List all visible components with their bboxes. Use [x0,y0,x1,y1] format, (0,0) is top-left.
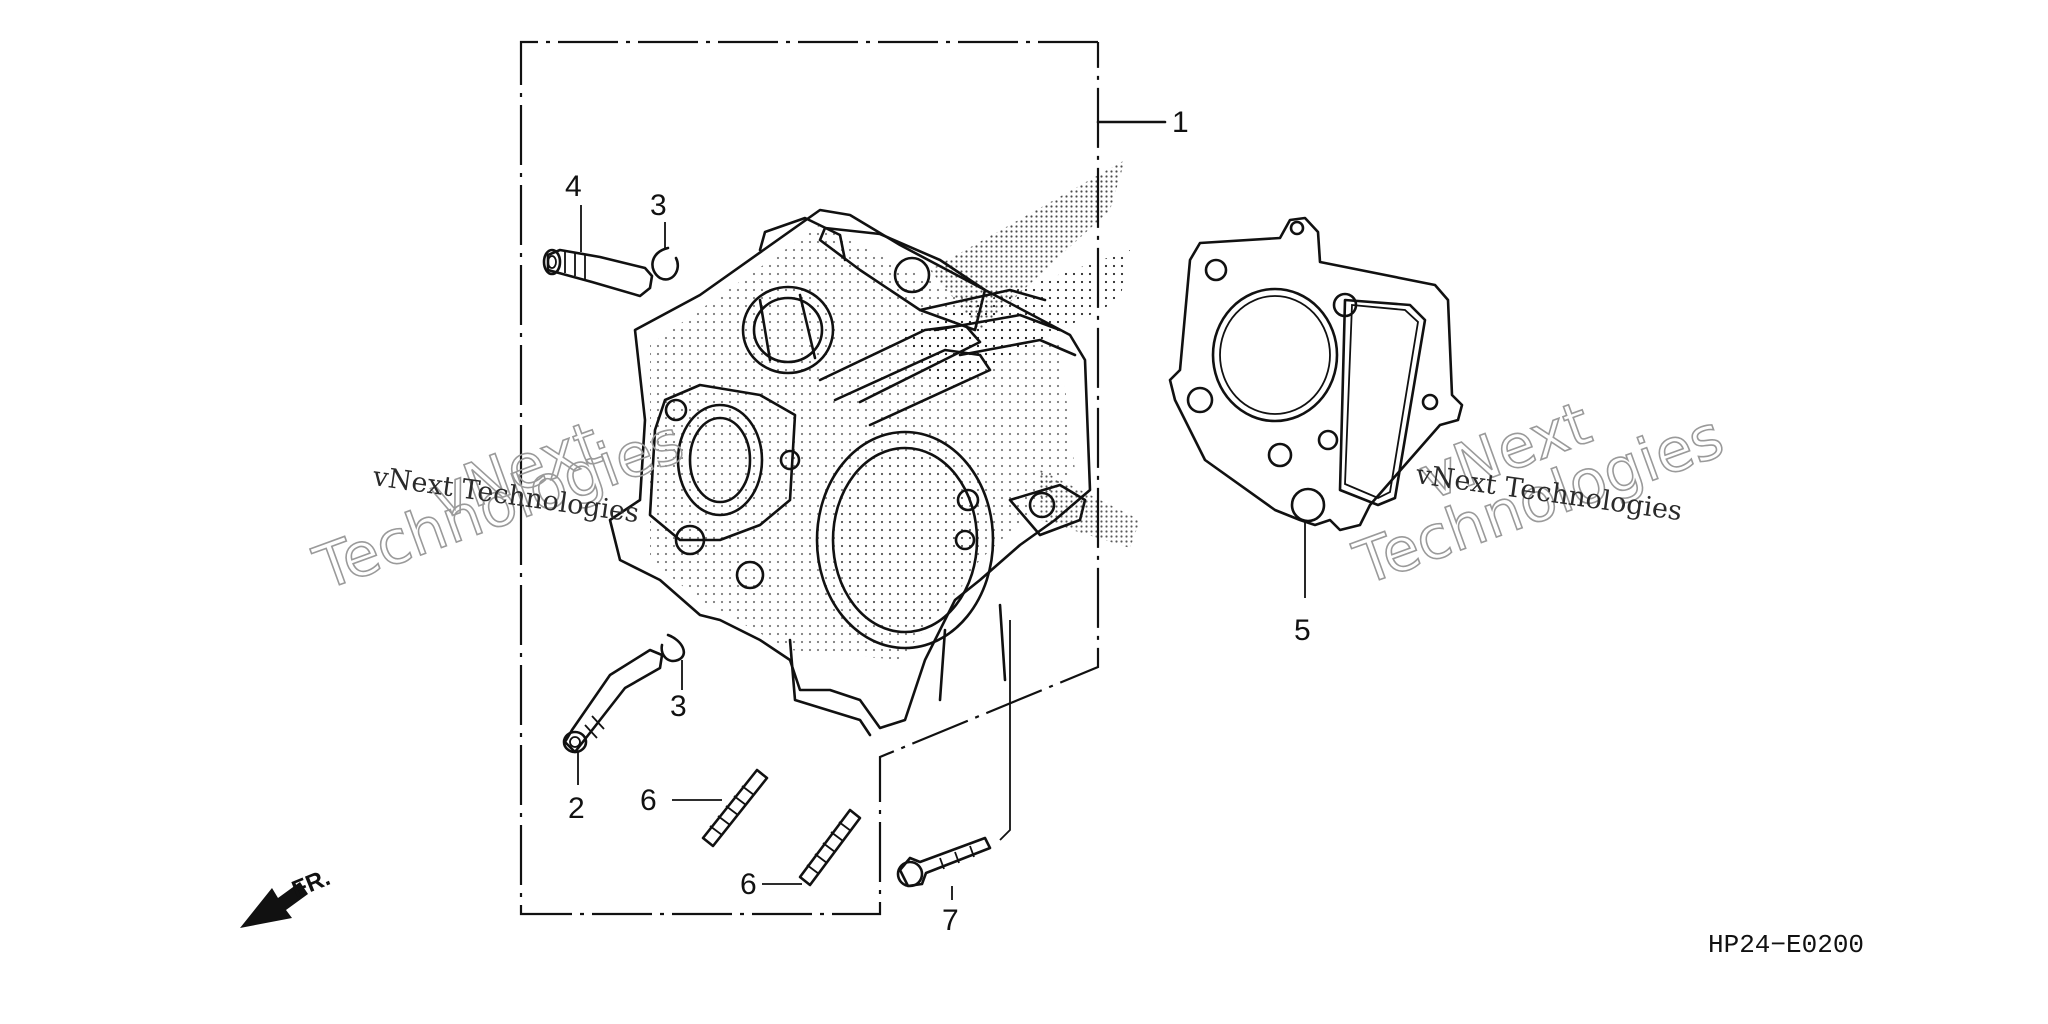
head-gasket [1168,216,1464,598]
flange-bolt [896,620,1011,900]
callout-7: 7 [942,904,959,937]
callout-1: 1 [1172,106,1189,139]
callout-2: 2 [568,792,585,825]
callout-3a: 3 [650,189,667,222]
callout-4: 4 [565,170,582,203]
watermark-left: vNext Technologies vNext Technologies [304,406,693,606]
callout-3b: 3 [670,690,687,723]
valve-guide-lower [562,648,664,785]
diagram-code: HP24−E0200 [1708,930,1864,960]
assembly-frame [519,40,1167,916]
valve-guide-clip-upper [651,222,680,281]
valve-guide-clip-lower [660,633,686,690]
front-direction-arrow: FR. [240,864,334,928]
stud-bolt-lower [762,808,862,887]
watermark-right: vNext Technologies vNext Technologies [1344,388,1733,601]
callout-6a: 6 [640,784,657,817]
stud-bolt-upper [672,768,769,848]
callout-5: 5 [1294,614,1311,647]
direction-label: FR. [288,864,334,904]
cylinder-head [608,160,1140,737]
valve-guide-upper [542,205,654,298]
callout-6b: 6 [740,868,757,901]
